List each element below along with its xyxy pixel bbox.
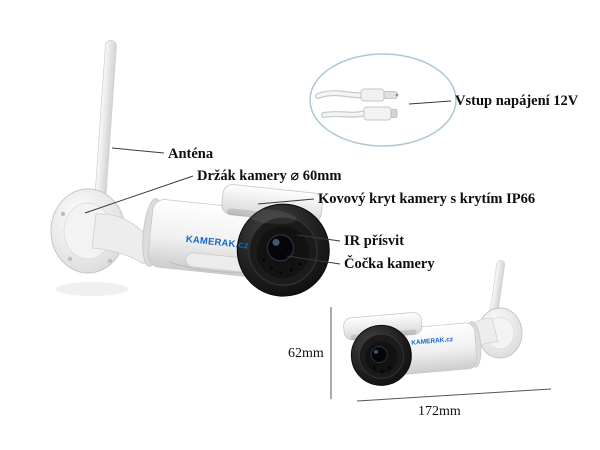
housing-label: Kovový kryt kamery s krytím IP66: [318, 191, 536, 207]
lens-label: Čočka kamery: [344, 256, 435, 272]
ir-leds: [261, 257, 304, 277]
leader-mount: [84, 175, 194, 214]
power-cable-callout: [309, 53, 457, 147]
height-dimension-label: 62mm: [288, 346, 324, 361]
small-brand-text: KAMERAK.cz: [411, 336, 454, 347]
front-housing: [236, 203, 330, 297]
leader-ir: [296, 234, 341, 242]
leader-lines: [84, 100, 452, 265]
power-connector-female: [363, 106, 398, 121]
wall-mount: [50, 188, 151, 274]
power-connector-male: [360, 88, 399, 102]
power-label: Vstup napájení 12V: [455, 93, 579, 109]
leader-lens: [286, 255, 341, 265]
leader-antenna: [111, 147, 165, 154]
antenna-label: Anténa: [168, 146, 214, 162]
power-cable: [315, 90, 368, 118]
leader-housing: [257, 198, 315, 205]
mount-label: Držák kamery ⌀ 60mm: [197, 168, 342, 184]
mount-arm: [91, 213, 151, 265]
leader-power: [408, 100, 452, 105]
camera-body: KAMERAK.cz: [142, 184, 330, 297]
dimension-lines: [330, 307, 552, 402]
small-camera: KAMERAK.cz: [343, 259, 523, 386]
small-front-housing: [350, 324, 412, 386]
dim-line-length: [356, 388, 552, 402]
length-dimension-label: 172mm: [418, 404, 461, 419]
main-camera: KAMERAK.cz: [50, 39, 330, 297]
mount-shadow: [56, 282, 128, 296]
small-camera-body: KAMERAK.cz: [343, 312, 482, 386]
ir-label: IR přísvit: [344, 233, 405, 249]
camera-lens: [266, 234, 294, 262]
